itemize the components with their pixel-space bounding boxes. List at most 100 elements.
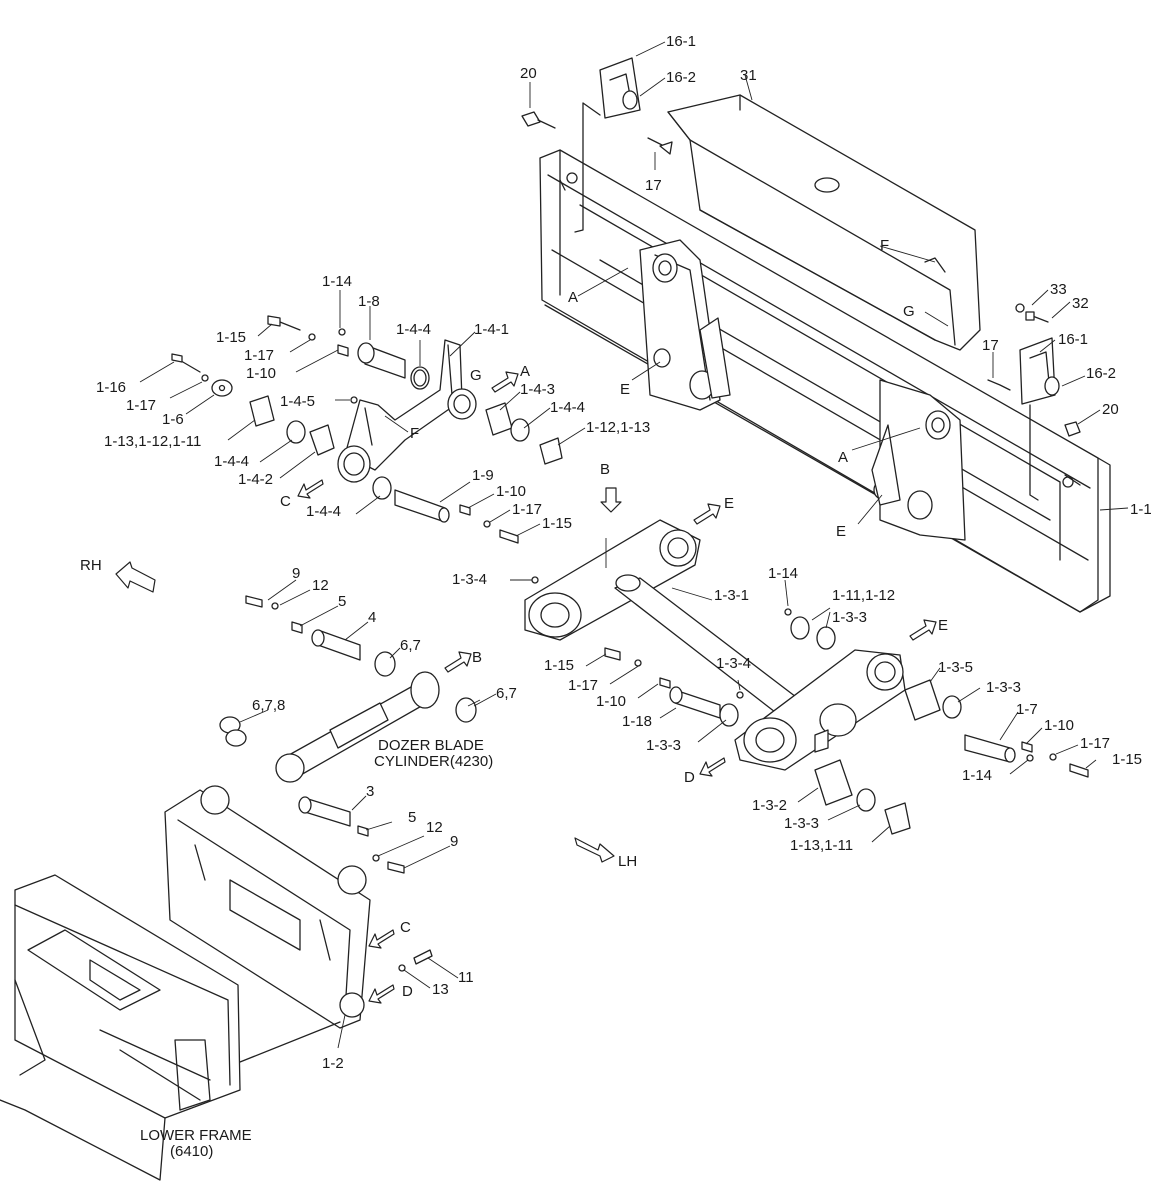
label-F-tray: F [880,237,889,254]
arrow-LH [574,837,615,863]
wing-bolt-20-top [521,111,556,129]
label-1-15-b: 1-15 [544,657,574,674]
label-16-2-right: 16-2 [1086,365,1116,382]
label-D-arrow-mid: D [684,769,695,786]
label-E-right: E [836,523,846,540]
label-5-b: 5 [408,809,416,826]
label-lower-frame-2: (6410) [170,1143,213,1160]
arrow-D-low [368,984,395,1004]
label-A-left: A [568,289,578,306]
lower-frame [0,874,341,1181]
label-1-4-4-c: 1-4-4 [214,453,249,470]
label-C-arrow-low: C [400,919,411,936]
label-1-2: 1-2 [322,1055,344,1072]
label-1-3-4-b: 1-3-4 [716,655,751,672]
label-1-3-4-top: 1-3-4 [452,571,487,588]
arm-1-4 [171,315,563,544]
label-1-14-top: 1-14 [322,273,352,290]
label-1-18: 1-18 [622,713,652,730]
dozer-blade-cylinder [219,595,477,783]
label-16-1-top: 16-1 [666,33,696,50]
label-dozer-2: CYLINDER(4230) [374,753,493,770]
label-1-3-3-c: 1-3-3 [646,737,681,754]
label-1-12-13: 1-12,1-13 [586,419,650,436]
label-11: 11 [458,969,474,986]
label-1-15-right: 1-15 [1112,751,1142,768]
arrow-C-top [297,479,324,499]
label-1-8: 1-8 [358,293,380,310]
label-D-arrow-low: D [402,983,413,1000]
label-1-10-mid: 1-10 [496,483,526,500]
label-LH: LH [618,853,637,870]
label-1-10-right: 1-10 [1044,717,1074,734]
label-1-4-4-d: 1-4-4 [306,503,341,520]
label-16-2-top: 16-2 [666,69,696,86]
label-1-4-1: 1-4-1 [474,321,509,338]
label-6-7-b: 6,7 [496,685,517,702]
label-4: 4 [368,609,376,626]
label-12-b: 12 [426,819,443,836]
label-B-arrow: B [472,649,482,666]
label-E-arrow-right: E [938,617,948,634]
label-17-right: 17 [982,337,999,354]
label-RH: RH [80,557,102,574]
bracket-16-top [574,57,673,233]
label-dozer-1: DOZER BLADE [378,737,484,754]
label-33: 33 [1050,281,1067,298]
label-F-mid: F [410,425,419,442]
label-1-4-5: 1-4-5 [280,393,315,410]
bolt-32-33 [1015,303,1049,323]
label-1-11-1-12: 1-11,1-12 [832,587,895,604]
label-1-13-12-11: 1-13,1-12,1-11 [104,433,201,450]
arrow-RH [115,561,156,593]
label-1-17-b: 1-17 [126,397,156,414]
label-1-17-b2: 1-17 [568,677,598,694]
label-A-right: A [838,449,848,466]
label-1-4-2: 1-4-2 [238,471,273,488]
label-1-4-4-b: 1-4-4 [550,399,585,416]
label-1-7: 1-7 [1016,701,1038,718]
label-1-9: 1-9 [472,467,494,484]
label-G-mid: G [470,367,482,384]
label-1-3-3-a: 1-3-3 [832,609,867,626]
arrow-B-top [600,487,622,513]
label-1-17-mid: 1-17 [512,501,542,518]
label-1-4-4-a: 1-4-4 [396,321,431,338]
label-1-10-left: 1-10 [246,365,276,382]
label-1-1: 1-1 [1130,501,1152,518]
leader-lines [139,41,1129,1049]
label-1-3-3-d: 1-3-3 [784,815,819,832]
label-B-top: B [600,461,610,478]
label-1-3-5: 1-3-5 [938,659,973,676]
label-1-3-1: 1-3-1 [714,587,749,604]
arrow-E-right [909,619,937,641]
part-labels: 16-1 16-2 20 31 17 F G 33 32 17 16-1 16-… [80,33,1152,1160]
label-1-3-2: 1-3-2 [752,797,787,814]
label-32: 32 [1072,295,1089,312]
label-9-top: 9 [292,565,300,582]
label-9-b: 9 [450,833,458,850]
label-E-upper: E [620,381,630,398]
label-13: 13 [432,981,449,998]
label-C-arrow-top: C [280,493,291,510]
label-E-arrow-mid: E [724,495,734,512]
label-lower-frame-1: LOWER FRAME [140,1127,252,1144]
label-1-6: 1-6 [162,411,184,428]
label-1-15-left: 1-15 [216,329,246,346]
tray-31 [667,94,981,351]
bracket-16-right [987,337,1060,501]
label-1-17-left: 1-17 [244,347,274,364]
label-31: 31 [740,67,757,84]
arrow-C-low [368,929,395,949]
arrow-A-mid [491,371,519,393]
linkage-1-3 [524,519,1089,835]
label-12-top: 12 [312,577,329,594]
label-1-14-right: 1-14 [962,767,992,784]
label-1-13-1-11: 1-13,1-11 [790,837,853,854]
label-1-17-right: 1-17 [1080,735,1110,752]
arrow-E-mid [693,503,721,525]
label-6-7-8: 6,7,8 [252,697,285,714]
label-3: 3 [366,783,374,800]
label-5-top: 5 [338,593,346,610]
